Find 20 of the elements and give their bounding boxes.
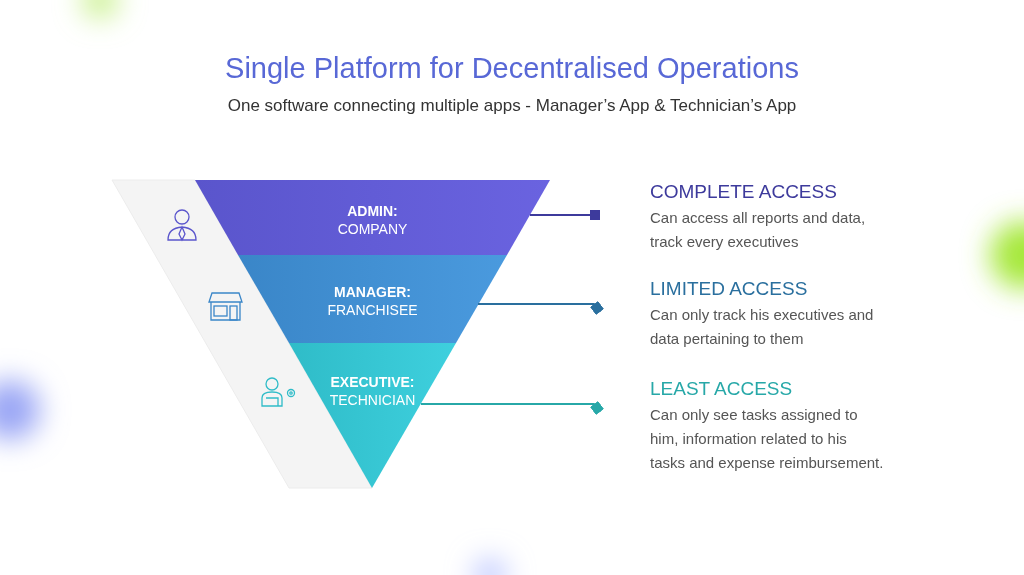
access-description: Can only see tasks assigned to him, information related to his tasks and expense reimbursement. — [649, 405, 885, 473]
role-title: EXECUTIVE: — [329, 373, 416, 391]
access-heading: COMPLETE ACCESS — [649, 180, 838, 204]
role-title: MANAGER: — [333, 283, 412, 301]
role-name: COMPANY — [336, 220, 409, 238]
pyramid-layer — [195, 180, 550, 255]
leader-line — [477, 301, 604, 315]
leader-line — [529, 210, 601, 220]
subtitle: One software connecting multiple apps - Manager’s App & Technician’s App — [226, 96, 798, 116]
access-description: Can only track his executives and data pertaining to them — [649, 305, 875, 349]
title: Single Platform for Decentralised Operations — [224, 52, 800, 85]
pyramid-layer — [289, 343, 456, 488]
role-name: TECHNICIAN — [328, 391, 417, 409]
pyramid-layer — [238, 255, 507, 343]
role-title: ADMIN: — [346, 202, 399, 220]
access-heading: LIMITED ACCESS — [649, 277, 809, 301]
access-heading: LEAST ACCESS — [649, 377, 794, 401]
leader-line — [420, 401, 604, 415]
access-description: Can access all reports and data, track every executives — [649, 208, 867, 252]
role-name: FRANCHISEE — [326, 301, 419, 319]
